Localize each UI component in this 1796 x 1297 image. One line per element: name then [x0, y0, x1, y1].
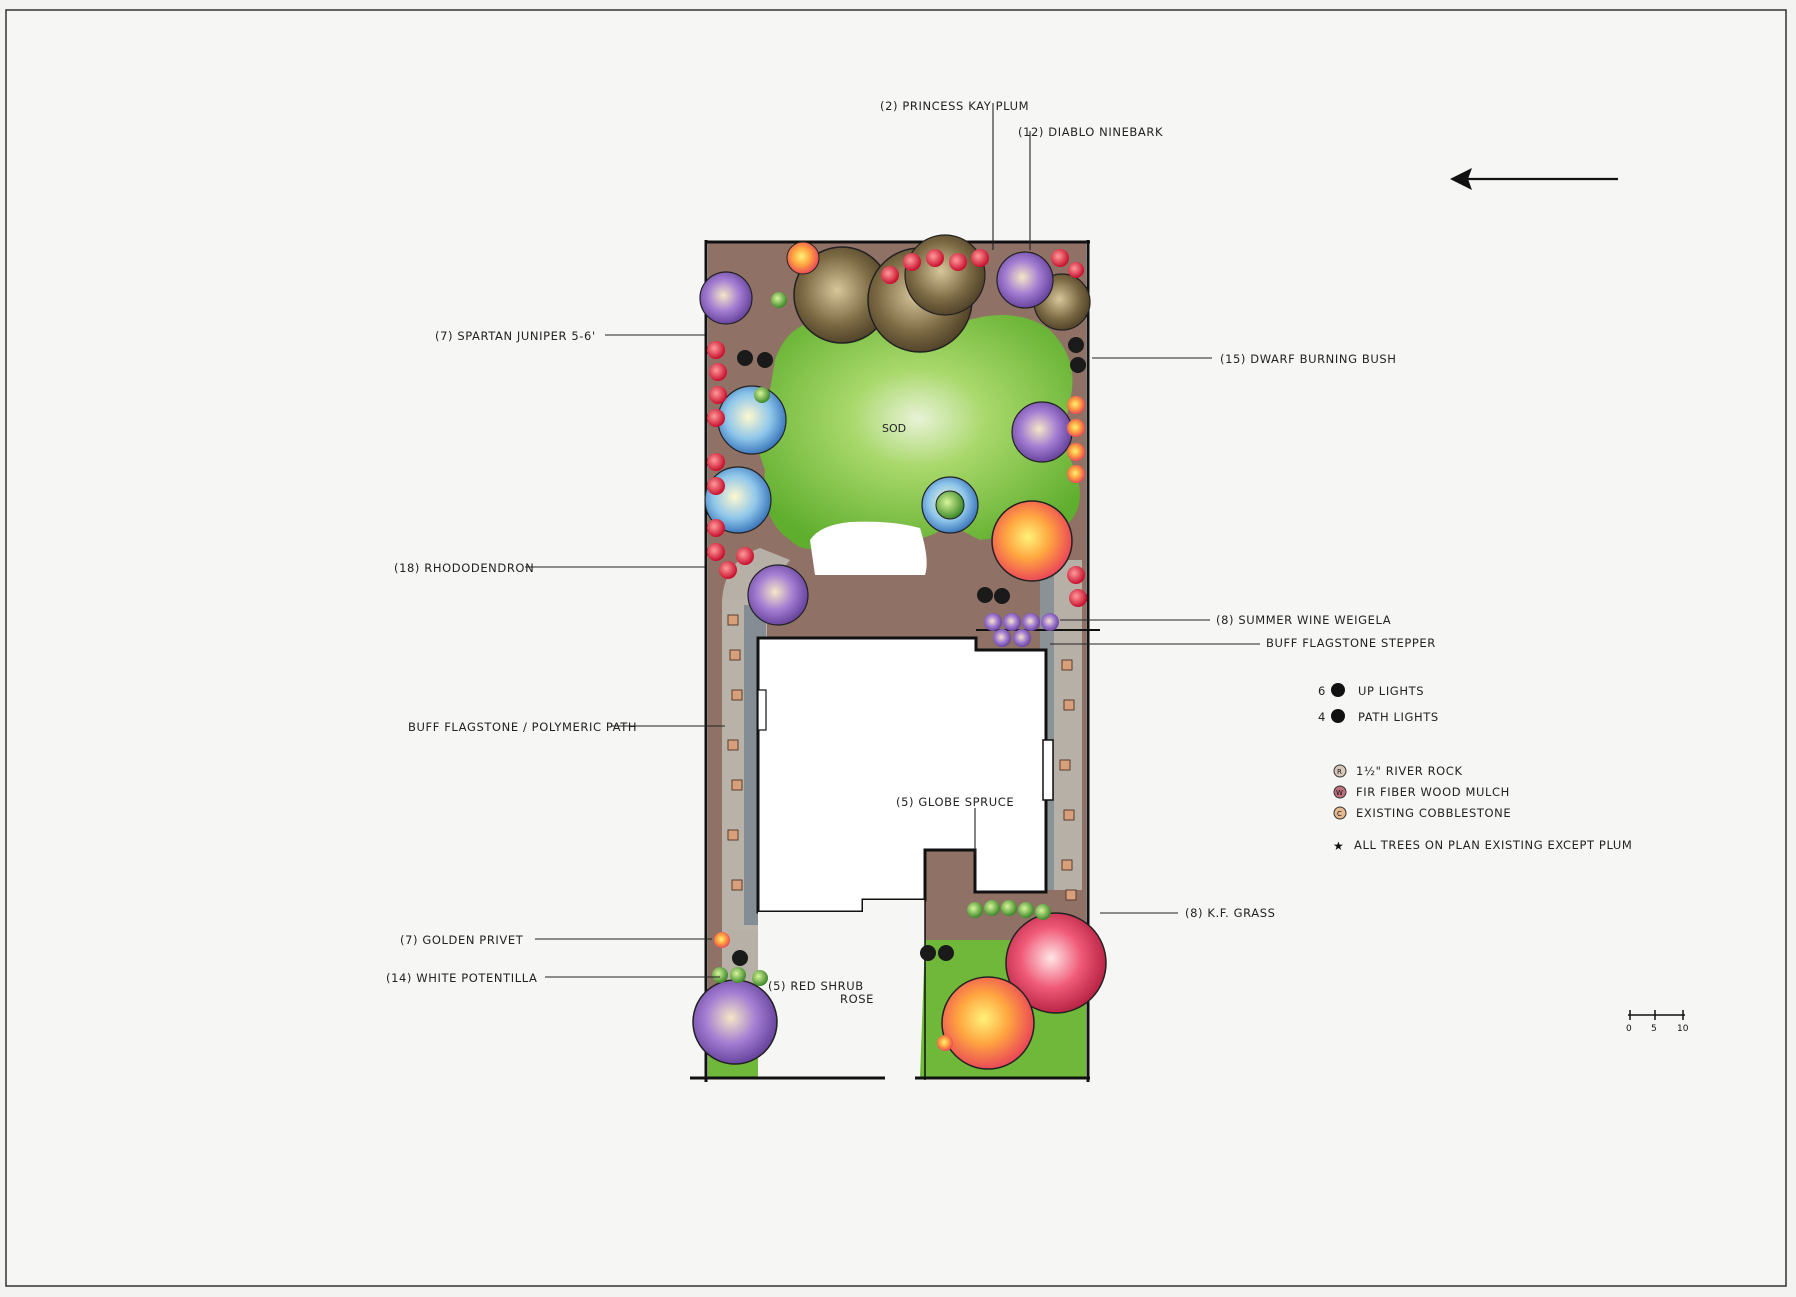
- svg-text:W: W: [1336, 789, 1343, 797]
- legend-wood-mulch: FIR FIBER WOOD MULCH: [1356, 785, 1510, 799]
- svg-text:6: 6: [1318, 684, 1326, 698]
- scale-bar: 0 5 10: [1626, 1010, 1689, 1034]
- svg-text:R: R: [1337, 768, 1342, 776]
- legend: 6 UP LIGHTS 4 PATH LIGHTS R 1½" RIVER RO…: [1318, 683, 1632, 853]
- river-rock-icon: [1333, 764, 1347, 778]
- label-summer-wine-weigela: (8) SUMMER WINE WEIGELA: [1216, 613, 1391, 627]
- patio: [810, 521, 927, 575]
- legend-trees-note: ALL TREES ON PLAN EXISTING EXCEPT PLUM: [1354, 838, 1632, 852]
- label-dwarf-burning-bush: (15) DWARF BURNING BUSH: [1220, 352, 1397, 366]
- legend-cobblestone: EXISTING COBBLESTONE: [1356, 806, 1511, 820]
- label-spartan-juniper: (7) SPARTAN JUNIPER 5-6': [435, 329, 596, 343]
- label-white-potentilla: (14) WHITE POTENTILLA: [386, 971, 537, 985]
- ornamental-tree: [991, 500, 1073, 582]
- legend-up-lights: UP LIGHTS: [1358, 684, 1424, 698]
- svg-text:5: 5: [1651, 1024, 1657, 1034]
- svg-text:C: C: [1337, 810, 1342, 818]
- label-diablo-ninebark: (12) DIABLO NINEBARK: [1018, 125, 1163, 139]
- kf-grass-row: [712, 292, 1051, 986]
- star-icon: ★: [1333, 839, 1344, 853]
- wood-mulch-icon: [1333, 785, 1347, 799]
- cobblestone-icon: [1333, 806, 1347, 820]
- north-arrow-icon: [1450, 168, 1618, 190]
- sod-label: SOD: [882, 422, 906, 435]
- label-buff-flagstone-stepper: BUFF FLAGSTONE STEPPER: [1266, 636, 1436, 650]
- legend-path-lights: PATH LIGHTS: [1358, 710, 1439, 724]
- label-red-shrub-rose: (5) RED SHRUB: [768, 979, 864, 993]
- label-golden-privet: (7) GOLDEN PRIVET: [400, 933, 524, 947]
- sod-lawn: [756, 312, 1080, 549]
- burning-bush-row: [714, 396, 1085, 1051]
- path-light-icon: [1331, 709, 1345, 723]
- weigela-row: [984, 613, 1059, 647]
- site-plan: SOD: [690, 234, 1107, 1082]
- svg-text:0: 0: [1626, 1024, 1632, 1034]
- label-rhododendron: (18) RHODODENDRON: [394, 561, 534, 575]
- legend-river-rock: 1½" RIVER ROCK: [1356, 764, 1463, 778]
- plant-callouts: (2) PRINCESS KAY PLUM (12) DIABLO NINEBA…: [386, 99, 1436, 1006]
- house-footprint: [756, 636, 1048, 914]
- rhododendron-row: [707, 341, 754, 579]
- label-princess-kay-plum: (2) PRINCESS KAY PLUM: [880, 99, 1029, 113]
- up-light-icon: [1331, 683, 1345, 697]
- spartan-juniper: [717, 385, 787, 455]
- label-globe-spruce: (5) GLOBE SPRUCE: [896, 795, 1014, 809]
- label-kf-grass: (8) K.F. GRASS: [1185, 906, 1276, 920]
- svg-text:ROSE: ROSE: [840, 992, 874, 1006]
- label-buff-flagstone-path: BUFF FLAGSTONE / POLYMERIC PATH: [408, 720, 637, 734]
- svg-text:4: 4: [1318, 710, 1326, 724]
- svg-text:10: 10: [1677, 1024, 1689, 1034]
